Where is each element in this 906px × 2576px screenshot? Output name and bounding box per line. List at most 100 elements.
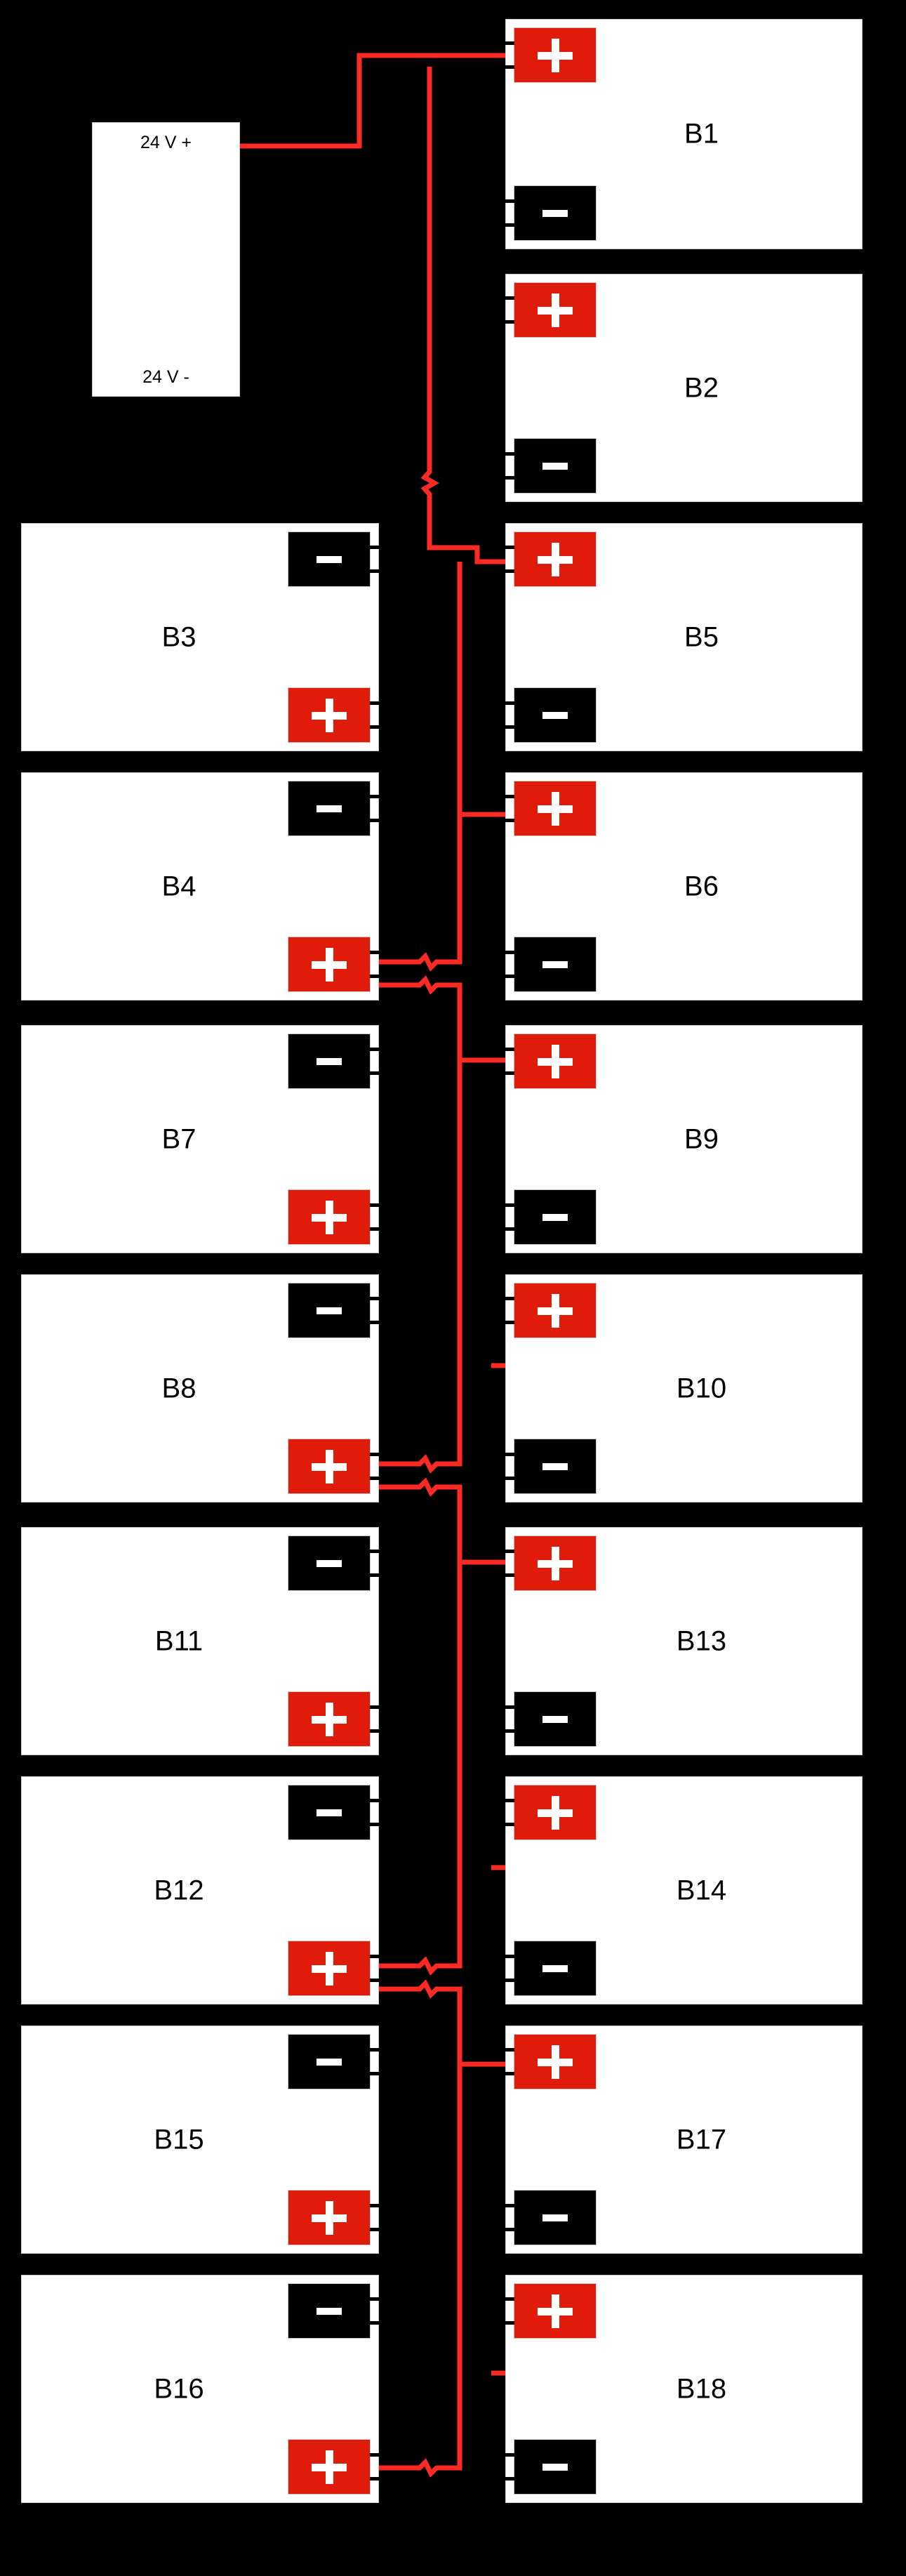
plus-terminal-icon[interactable] bbox=[288, 1691, 380, 1747]
terminal-lug bbox=[505, 65, 514, 69]
minus-terminal-icon[interactable] bbox=[288, 2283, 380, 2339]
terminal-glyph bbox=[537, 1701, 573, 1738]
terminal-lug bbox=[370, 546, 380, 549]
terminal-lug bbox=[370, 2297, 380, 2301]
wire-b4-to-b6-upper bbox=[379, 927, 462, 972]
terminal-lug bbox=[505, 452, 514, 456]
minus-terminal-icon[interactable] bbox=[505, 937, 597, 992]
terminal-lug bbox=[370, 701, 380, 705]
plus-terminal-icon[interactable] bbox=[288, 937, 380, 992]
minus-terminal-icon[interactable] bbox=[288, 781, 380, 836]
battery-label: B11 bbox=[154, 1625, 204, 1656]
terminal-lug bbox=[370, 2204, 380, 2207]
plus-terminal-icon[interactable] bbox=[505, 1283, 597, 1338]
minus-terminal-icon[interactable] bbox=[505, 2190, 597, 2245]
battery-label: B1 bbox=[684, 118, 719, 150]
terminal-lug bbox=[505, 1823, 514, 1826]
terminal-glyph bbox=[311, 2200, 347, 2236]
terminal-glyph bbox=[537, 292, 573, 329]
terminal-lug bbox=[505, 1203, 514, 1207]
minus-terminal-icon[interactable] bbox=[505, 1691, 597, 1747]
battery-b3[interactable]: B3 bbox=[21, 523, 380, 751]
battery-b17[interactable]: B17 bbox=[505, 2026, 862, 2254]
battery-b7[interactable]: B7 bbox=[21, 1025, 380, 1253]
minus-terminal-icon[interactable] bbox=[505, 1189, 597, 1245]
minus-terminal-icon[interactable] bbox=[505, 1439, 597, 1494]
terminal-glyph bbox=[537, 1043, 573, 1080]
minus-terminal-icon[interactable] bbox=[505, 687, 597, 743]
plus-terminal-icon[interactable] bbox=[288, 2190, 380, 2245]
battery-label: B2 bbox=[684, 372, 719, 403]
battery-b1[interactable]: B1 bbox=[505, 19, 862, 249]
battery-b5[interactable]: B5 bbox=[505, 523, 862, 751]
battery-b18[interactable]: B18 bbox=[505, 2275, 862, 2503]
battery-b9[interactable]: B9 bbox=[505, 1025, 862, 1253]
plus-terminal-icon[interactable] bbox=[505, 531, 597, 587]
battery-label: B12 bbox=[154, 1875, 204, 1905]
terminal-lug bbox=[505, 975, 514, 978]
plus-terminal-icon[interactable] bbox=[505, 1785, 597, 1840]
terminal-glyph bbox=[311, 541, 347, 578]
battery-b10[interactable]: B10 bbox=[505, 1274, 862, 1502]
plus-terminal-icon[interactable] bbox=[505, 2283, 597, 2339]
source-positive-label: 24 V + bbox=[140, 133, 192, 152]
battery-b2[interactable]: B2 bbox=[505, 274, 862, 502]
terminal-lug bbox=[505, 1550, 514, 1553]
terminal-glyph bbox=[311, 1795, 347, 1831]
battery-b4[interactable]: B4 bbox=[21, 772, 380, 1000]
terminal-lug bbox=[370, 2321, 380, 2325]
plus-terminal-icon[interactable] bbox=[288, 2439, 380, 2495]
minus-terminal-icon[interactable] bbox=[505, 2439, 597, 2495]
terminal-lug bbox=[370, 1453, 380, 1456]
battery-b12[interactable]: B12 bbox=[21, 1776, 380, 2004]
terminal-lug bbox=[505, 1048, 514, 1051]
battery-b16[interactable]: B16 bbox=[21, 2275, 380, 2503]
plus-terminal-icon[interactable] bbox=[505, 781, 597, 836]
terminal-glyph bbox=[311, 1448, 347, 1485]
minus-terminal-icon[interactable] bbox=[505, 438, 597, 494]
terminal-lug bbox=[370, 1573, 380, 1577]
battery-label: B14 bbox=[676, 1875, 727, 1905]
battery-label: B16 bbox=[154, 2373, 204, 2404]
plus-terminal-icon[interactable] bbox=[288, 1189, 380, 1245]
terminal-lug bbox=[505, 223, 514, 227]
terminal-lug bbox=[505, 1729, 514, 1733]
terminal-glyph bbox=[311, 1043, 347, 1080]
battery-b11[interactable]: B11 bbox=[21, 1527, 380, 1755]
terminal-lug bbox=[370, 1799, 380, 1802]
minus-terminal-icon[interactable] bbox=[288, 1785, 380, 1840]
terminal-glyph bbox=[537, 2044, 573, 2080]
terminal-lug bbox=[505, 1573, 514, 1577]
terminal-glyph bbox=[537, 2293, 573, 2330]
battery-b15[interactable]: B15 bbox=[21, 2026, 380, 2254]
battery-b8[interactable]: B8 bbox=[21, 1274, 380, 1502]
minus-terminal-icon[interactable] bbox=[288, 1283, 380, 1338]
battery-b6[interactable]: B6 bbox=[505, 772, 862, 1000]
terminal-glyph bbox=[311, 946, 347, 983]
plus-terminal-icon[interactable] bbox=[288, 1941, 380, 1996]
terminal-lug bbox=[505, 1321, 514, 1324]
terminal-lug bbox=[505, 1799, 514, 1802]
terminal-lug bbox=[505, 2228, 514, 2231]
plus-terminal-icon[interactable] bbox=[505, 27, 597, 83]
minus-terminal-icon[interactable] bbox=[505, 1941, 597, 1996]
battery-b13[interactable]: B13 bbox=[505, 1527, 862, 1755]
minus-terminal-icon[interactable] bbox=[288, 1535, 380, 1591]
plus-terminal-icon[interactable] bbox=[505, 2034, 597, 2089]
terminal-lug bbox=[370, 1321, 380, 1324]
minus-terminal-icon[interactable] bbox=[505, 185, 597, 241]
plus-terminal-icon[interactable] bbox=[505, 1535, 597, 1591]
plus-terminal-icon[interactable] bbox=[288, 687, 380, 743]
terminal-glyph bbox=[311, 1199, 347, 1236]
battery-b14[interactable]: B14 bbox=[505, 1776, 862, 2004]
wire-b4-to-b6-lower bbox=[379, 975, 491, 1063]
minus-terminal-icon[interactable] bbox=[288, 531, 380, 587]
terminal-lug bbox=[370, 569, 380, 573]
minus-terminal-icon[interactable] bbox=[288, 1033, 380, 1089]
plus-terminal-icon[interactable] bbox=[505, 282, 597, 338]
minus-terminal-icon[interactable] bbox=[288, 2034, 380, 2089]
terminal-lug bbox=[370, 2048, 380, 2052]
plus-terminal-icon[interactable] bbox=[505, 1033, 597, 1089]
terminal-lug bbox=[370, 2072, 380, 2075]
plus-terminal-icon[interactable] bbox=[288, 1439, 380, 1494]
